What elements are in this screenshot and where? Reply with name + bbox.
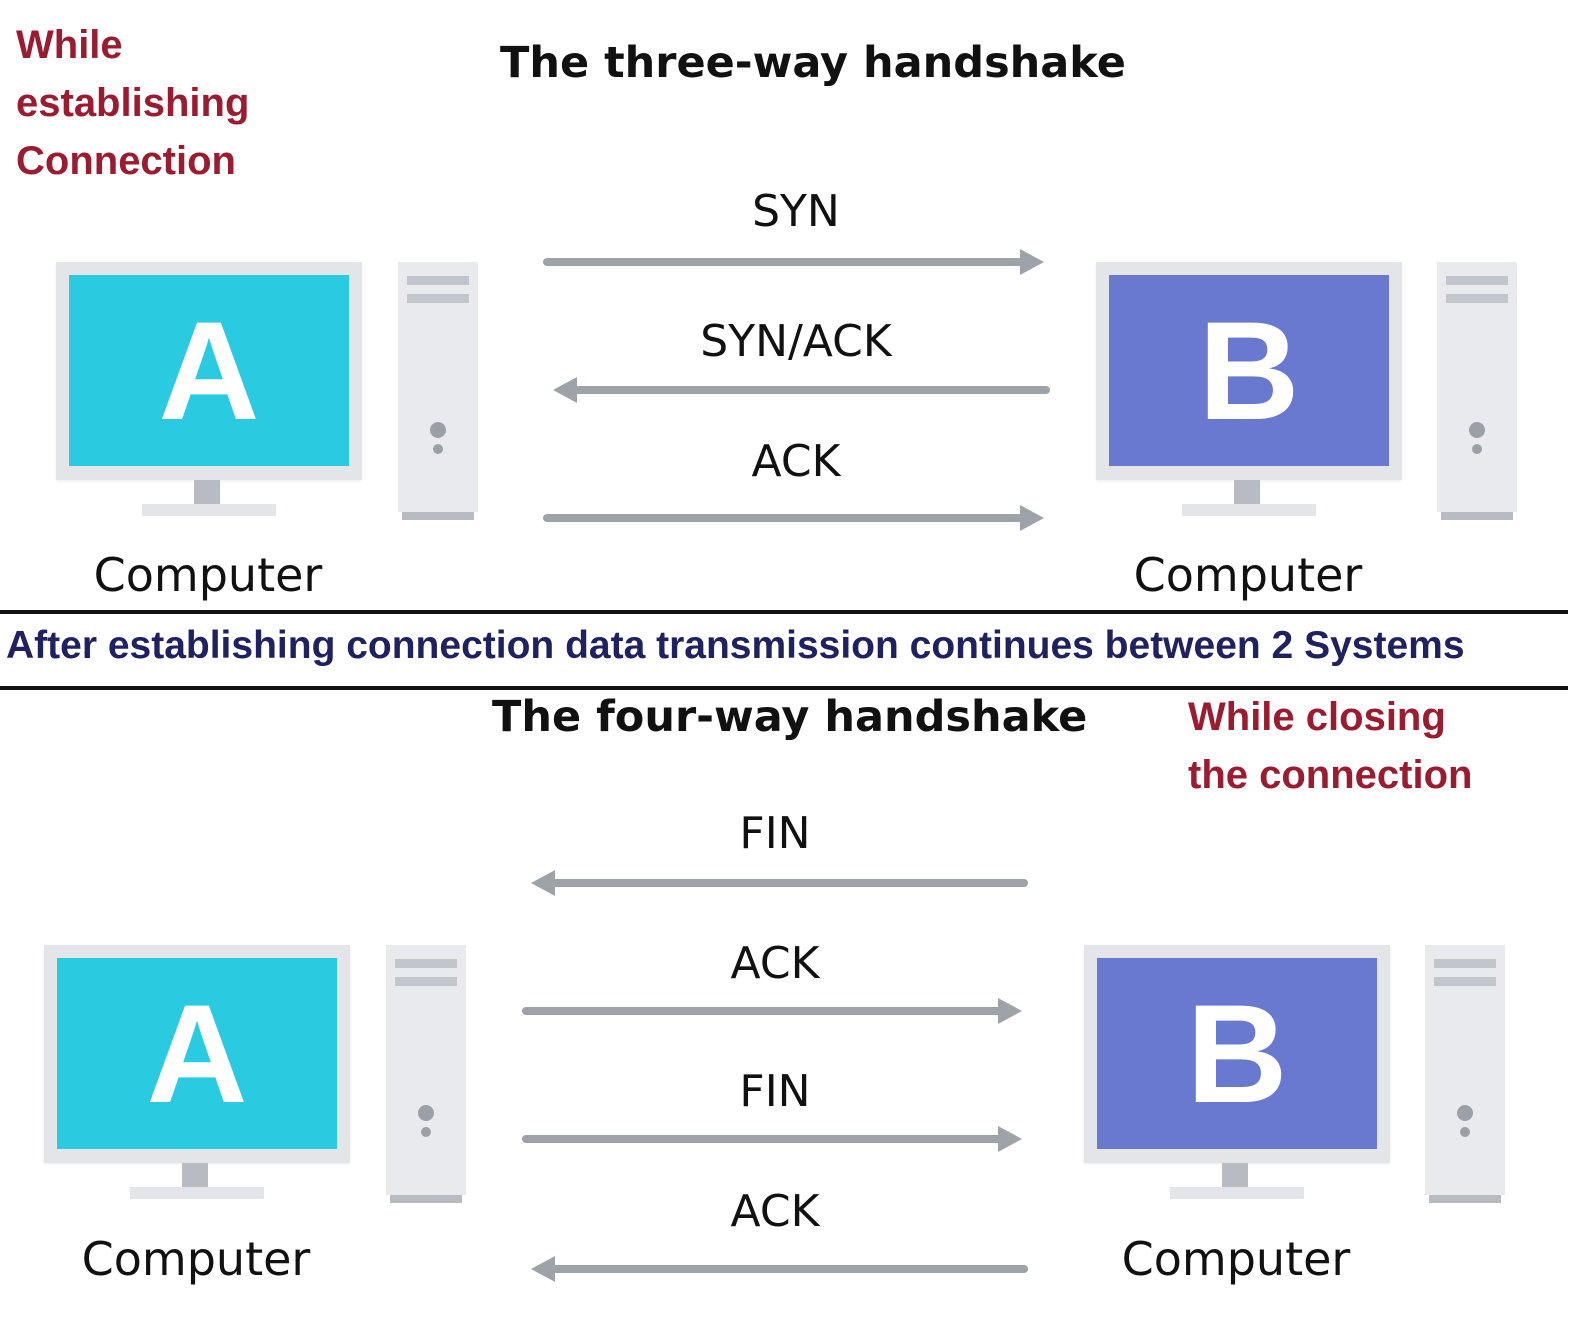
drive-slot (395, 977, 457, 986)
indicator-light-icon (1460, 1127, 1470, 1137)
ack-arrow-1 (522, 998, 1022, 1024)
syn-arrow (543, 249, 1044, 275)
computer-a-caption: Computer (81, 1232, 311, 1286)
computer-b-screen: B (1097, 958, 1377, 1149)
computer-b-monitor: B (1084, 945, 1390, 1201)
syn-ack-arrow (553, 377, 1050, 403)
closing-note: While closing the connection (1188, 688, 1472, 804)
monitor-base (130, 1187, 264, 1199)
computer-a-screen: A (57, 958, 337, 1149)
indicator-light-icon (1472, 444, 1482, 454)
closing-note-line-2: the connection (1188, 753, 1473, 797)
monitor-stand (1222, 1163, 1248, 1187)
computer-b-tower-icon (1425, 945, 1505, 1203)
monitor-stand (194, 480, 220, 504)
divider-bottom (0, 686, 1568, 690)
computer-b-monitor: B (1096, 262, 1402, 518)
ack-label: ACK (751, 436, 841, 487)
computer-a-caption: Computer (93, 548, 323, 602)
establishing-note-line-1: While (16, 23, 123, 67)
drive-slot (1446, 294, 1508, 303)
establishing-note: While establishing Connection (16, 16, 249, 190)
monitor-base (142, 504, 276, 516)
establishing-note-line-2: establishing (16, 81, 250, 125)
computer-b-tower-icon (1437, 262, 1517, 520)
closing-note-line-1: While closing (1188, 695, 1446, 739)
tower-body (386, 945, 466, 1195)
fin-label-1: FIN (739, 808, 811, 859)
indicator-light-icon (433, 444, 443, 454)
tower-foot (402, 512, 474, 520)
three-way-title: The three-way handshake (500, 38, 1126, 88)
establishing-note-line-3: Connection (16, 139, 236, 183)
monitor-stand (1234, 480, 1260, 504)
drive-slot (1434, 977, 1496, 986)
ack-label-2: ACK (730, 1186, 820, 1237)
divider-top (0, 610, 1568, 614)
tower-foot (390, 1195, 462, 1203)
tower-body (1437, 262, 1517, 512)
drive-slot (1434, 959, 1496, 968)
power-button-icon (418, 1105, 434, 1121)
ack-arrow-2 (531, 1256, 1028, 1282)
computer-a-tower-icon (398, 262, 478, 520)
computer-b-caption: Computer (1121, 1232, 1351, 1286)
tower-foot (1429, 1195, 1501, 1203)
drive-slot (1446, 276, 1508, 285)
tower-foot (1441, 512, 1513, 520)
computer-a-monitor: A (44, 945, 350, 1201)
computer-b-screen: B (1109, 275, 1389, 466)
fin-label-2: FIN (739, 1066, 811, 1117)
power-button-icon (1469, 422, 1485, 438)
computer-a-tower-icon (386, 945, 466, 1203)
drive-slot (395, 959, 457, 968)
tower-body (398, 262, 478, 512)
ack-label-1: ACK (730, 938, 820, 989)
indicator-light-icon (421, 1127, 431, 1137)
drive-slot (407, 294, 469, 303)
tower-body (1425, 945, 1505, 1195)
four-way-title: The four-way handshake (492, 692, 1088, 742)
syn-ack-label: SYN/ACK (700, 316, 892, 367)
fin-arrow-1 (531, 870, 1028, 896)
computer-a-screen: A (69, 275, 349, 466)
ack-arrow (543, 505, 1044, 531)
computer-b-caption: Computer (1133, 548, 1363, 602)
fin-arrow-2 (522, 1126, 1022, 1152)
drive-slot (407, 276, 469, 285)
syn-label: SYN (752, 186, 840, 237)
computer-a-monitor: A (56, 262, 362, 518)
power-button-icon (1457, 1105, 1473, 1121)
monitor-stand (182, 1163, 208, 1187)
monitor-base (1170, 1187, 1304, 1199)
power-button-icon (430, 422, 446, 438)
transmission-banner: After establishing connection data trans… (6, 624, 1465, 667)
monitor-base (1182, 504, 1316, 516)
